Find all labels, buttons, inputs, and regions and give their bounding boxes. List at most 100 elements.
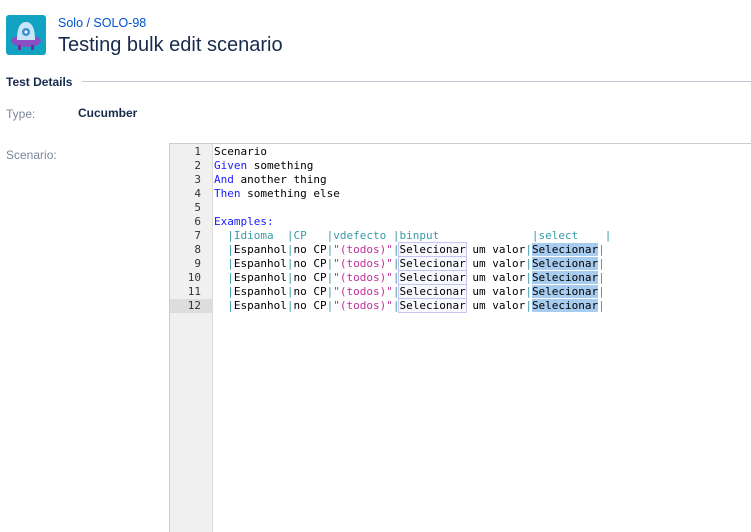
code-token: um valor	[465, 285, 526, 298]
code-token: another thing	[233, 173, 327, 186]
page-title: Testing bulk edit scenario	[58, 34, 283, 56]
code-line[interactable]: |Espanhol|no CP|"(todos)"|Selecionar um …	[214, 256, 611, 271]
code-token: |	[326, 257, 334, 270]
line-number: 11	[187, 285, 201, 298]
code-token	[214, 257, 227, 270]
code-token: |	[598, 299, 605, 312]
line-number: 5	[194, 201, 201, 214]
code-token: |	[598, 243, 605, 256]
code-token: |	[227, 285, 234, 298]
code-token: |	[598, 271, 605, 284]
line-number: 4	[194, 187, 201, 200]
code-token: "(todos)"	[333, 243, 393, 256]
line-number: 10	[187, 271, 201, 284]
code-token: Selecionar	[398, 270, 467, 285]
code-token: |	[392, 257, 400, 270]
code-token: Espanhol	[233, 285, 287, 298]
code-token	[214, 229, 227, 242]
code-token: |	[392, 243, 400, 256]
code-token: CP	[293, 229, 327, 242]
code-token: no CP	[293, 243, 327, 256]
code-token: And	[214, 173, 234, 186]
code-token: Given	[214, 159, 248, 172]
code-token: |	[326, 299, 334, 312]
code-token: no CP	[293, 285, 327, 298]
code-token: Examples:	[214, 215, 274, 228]
code-token: |	[392, 271, 400, 284]
code-token: Idioma	[233, 229, 287, 242]
code-token: no CP	[293, 257, 327, 270]
code-token: Espanhol	[233, 257, 287, 270]
code-token: Espanhol	[233, 271, 287, 284]
code-line[interactable]: |Espanhol|no CP|"(todos)"|Selecionar um …	[214, 284, 611, 299]
code-token: |	[227, 257, 234, 270]
code-token: Espanhol	[233, 243, 287, 256]
code-token: Scenario	[214, 145, 267, 158]
code-token: |	[286, 243, 294, 256]
code-token: |	[286, 285, 294, 298]
divider	[82, 81, 751, 82]
code-token: Selecionar	[531, 243, 599, 256]
code-token: Espanhol	[233, 299, 287, 312]
code-token: |	[227, 299, 234, 312]
code-token	[214, 285, 227, 298]
code-token: |	[286, 257, 294, 270]
line-number: 3	[194, 173, 201, 186]
code-token: Selecionar	[531, 271, 599, 284]
code-line[interactable]: |Espanhol|no CP|"(todos)"|Selecionar um …	[214, 298, 611, 313]
code-token: Selecionar	[398, 284, 467, 299]
code-token: |	[525, 299, 532, 312]
code-token: "(todos)"	[333, 285, 393, 298]
code-token: |	[604, 229, 612, 242]
code-token: no CP	[293, 271, 327, 284]
code-token: Selecionar	[398, 298, 467, 313]
code-line[interactable]: Scenario	[214, 145, 611, 159]
code-token: something else	[240, 187, 340, 200]
code-token: "(todos)"	[333, 299, 393, 312]
code-token: |	[525, 243, 532, 256]
code-token: "(todos)"	[333, 257, 393, 270]
code-token: |	[598, 257, 605, 270]
code-token: |	[525, 285, 532, 298]
code-token: |	[227, 271, 234, 284]
code-line[interactable]: Then something else	[214, 187, 611, 201]
code-token: Selecionar	[531, 299, 599, 312]
code-token: vdefecto	[333, 229, 393, 242]
code-token: Selecionar	[531, 257, 599, 270]
code-line[interactable]: Examples:	[214, 215, 611, 229]
code-token: |	[326, 229, 334, 242]
code-token: |	[392, 285, 400, 298]
code-line[interactable]: And another thing	[214, 173, 611, 187]
code-token: binput	[399, 229, 532, 242]
code-token: |	[286, 229, 294, 242]
line-number: 1	[194, 145, 201, 158]
code-line[interactable]: |Espanhol|no CP|"(todos)"|Selecionar um …	[214, 270, 611, 285]
project-avatar-icon	[6, 15, 46, 55]
code-token: um valor	[465, 257, 526, 270]
code-line[interactable]	[214, 201, 611, 215]
code-token: |	[326, 285, 334, 298]
code-token: um valor	[465, 271, 526, 284]
code-token	[214, 299, 227, 312]
code-token	[214, 271, 227, 284]
code-token: "(todos)"	[333, 271, 393, 284]
breadcrumb[interactable]: Solo / SOLO-98	[58, 16, 147, 30]
line-number: 8	[194, 243, 201, 256]
code-line[interactable]: |Idioma |CP |vdefecto |binput |select |	[214, 229, 611, 243]
code-token: |	[598, 285, 605, 298]
code-token: um valor	[465, 299, 526, 312]
type-value: Cucumber	[78, 106, 138, 120]
code-token: Selecionar	[531, 285, 599, 298]
code-line[interactable]: |Espanhol|no CP|"(todos)"|Selecionar um …	[214, 242, 611, 257]
code-token: um valor	[465, 243, 526, 256]
scenario-label: Scenario:	[6, 148, 57, 162]
type-label: Type:	[6, 107, 36, 121]
line-number: 6	[194, 215, 201, 228]
code-line[interactable]: Given something	[214, 159, 611, 173]
code-token: |	[326, 243, 334, 256]
code-token: |	[326, 271, 334, 284]
code-token: Then	[214, 187, 241, 200]
